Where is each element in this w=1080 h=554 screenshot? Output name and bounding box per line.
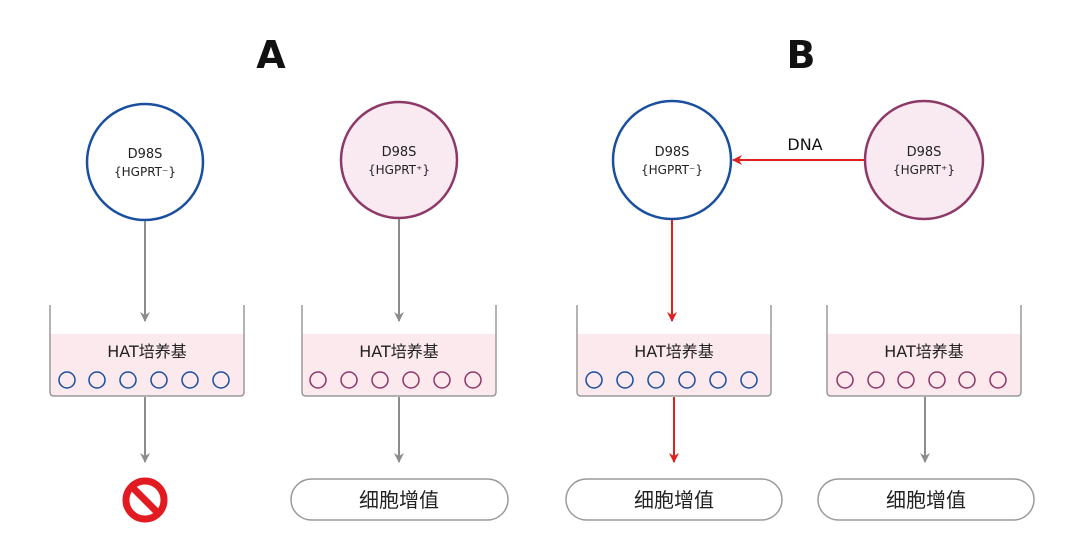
- dish-cell: [928, 371, 946, 389]
- dish-cell: [647, 371, 665, 389]
- dish-cell: [867, 371, 885, 389]
- dish-cell: [433, 371, 451, 389]
- outcome-a-right-label: 细胞增值: [359, 488, 439, 512]
- panel-b: B D98S {HGPRT⁻} D98S {HGPRT⁺} DNA HAT培养基: [565, 33, 1035, 521]
- cell-a-right-genotype: {HGPRT⁺}: [368, 163, 430, 177]
- cell-row-b-right: [836, 371, 1007, 389]
- dish-cell: [836, 371, 854, 389]
- cell-row-a-left: [58, 371, 230, 389]
- cell-b-right-name: D98S: [907, 145, 942, 160]
- cell-row-a-right: [309, 371, 482, 389]
- dish-cell: [88, 371, 106, 389]
- dish-a-right: HAT培养基: [301, 305, 497, 397]
- cell-b-hgprt-minus: D98S {HGPRT⁻}: [611, 99, 733, 221]
- dish-cell: [212, 371, 230, 389]
- medium-b-left-label: HAT培养基: [634, 342, 714, 361]
- cell-a-left-name: D98S: [128, 147, 163, 162]
- cell-row-b-left: [585, 371, 758, 389]
- dish-b-right: HAT培养基: [826, 305, 1022, 397]
- cell-b-left-name: D98S: [655, 145, 690, 160]
- dish-cell: [58, 371, 76, 389]
- panel-a-title: A: [256, 33, 286, 77]
- medium-b-right-label: HAT培养基: [884, 342, 964, 361]
- cell-a-hgprt-minus: D98S {HGPRT⁻}: [85, 102, 205, 222]
- outcome-b-left-label: 细胞增值: [634, 488, 714, 512]
- dish-cell: [119, 371, 137, 389]
- cell-a-right-name: D98S: [382, 145, 417, 160]
- dish-cell: [181, 371, 199, 389]
- cell-b-hgprt-plus: D98S {HGPRT⁺}: [863, 99, 985, 221]
- outcome-b-right-label: 细胞增值: [886, 488, 966, 512]
- cell-a-left-genotype: {HGPRT⁻}: [114, 165, 176, 179]
- dish-cell: [678, 371, 696, 389]
- outcome-b-left: 细胞增值: [565, 478, 783, 521]
- dish-cell: [616, 371, 634, 389]
- dish-cell: [585, 371, 603, 389]
- dish-a-left: HAT培养基: [49, 305, 245, 397]
- dish-b-left: HAT培养基: [576, 305, 772, 397]
- dish-cell: [740, 371, 758, 389]
- dish-cell: [402, 371, 420, 389]
- panel-a: A D98S {HGPRT⁻} D98S {HGPRT⁺} HAT培养基: [49, 33, 509, 523]
- medium-a-right-label: HAT培养基: [359, 342, 439, 361]
- dish-cell: [709, 371, 727, 389]
- dish-cell: [989, 371, 1007, 389]
- cell-a-hgprt-plus: D98S {HGPRT⁺}: [339, 100, 459, 220]
- outcome-a-right: 细胞增值: [290, 478, 509, 521]
- cell-b-right-genotype: {HGPRT⁺}: [893, 163, 955, 177]
- panel-b-title: B: [787, 33, 816, 77]
- prohibited-icon: [122, 477, 168, 523]
- dish-cell: [340, 371, 358, 389]
- medium-a-left-label: HAT培养基: [107, 342, 187, 361]
- dish-cell: [309, 371, 327, 389]
- dish-cell: [897, 371, 915, 389]
- dish-cell: [958, 371, 976, 389]
- outcome-b-right: 细胞增值: [817, 478, 1035, 521]
- dish-cell: [464, 371, 482, 389]
- dish-cell: [150, 371, 168, 389]
- dna-label: DNA: [787, 135, 822, 154]
- cell-b-left-genotype: {HGPRT⁻}: [641, 163, 703, 177]
- dish-cell: [371, 371, 389, 389]
